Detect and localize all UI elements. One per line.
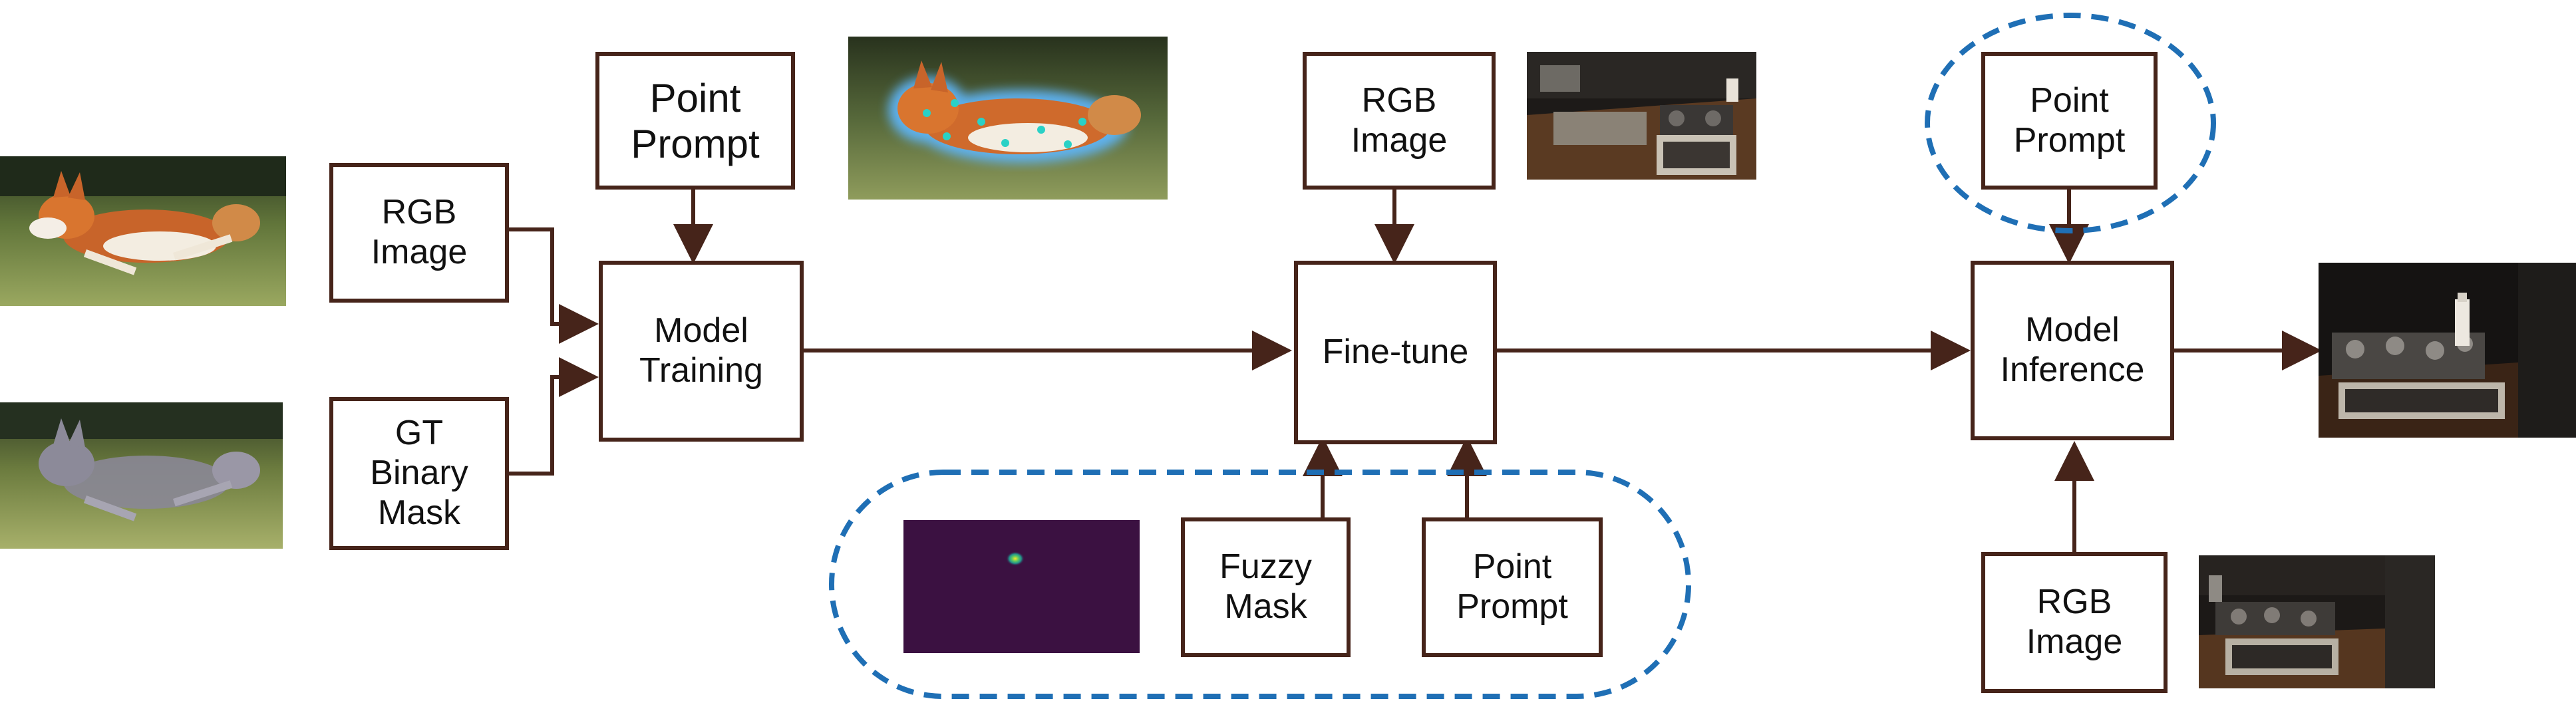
kitchen-photo-finetune xyxy=(1527,52,1756,180)
kitchen-photo-inference xyxy=(2199,555,2435,688)
dashed-group-inference-prompt xyxy=(1925,13,2216,233)
model-training-line2: Training xyxy=(639,351,763,390)
fuzzy-mask-box: Fuzzy Mask xyxy=(1181,517,1351,657)
finetune-point-prompt-line2: Prompt xyxy=(1456,587,1568,626)
finetune-point-prompt-line1: Point xyxy=(1472,547,1552,587)
finetune-point-prompt-box: Point Prompt xyxy=(1422,517,1603,657)
finetune-label: Fine-tune xyxy=(1322,333,1469,372)
fuzzy-mask-heatmap xyxy=(903,520,1140,653)
fuzzy-mask-line1: Fuzzy xyxy=(1219,547,1312,587)
corgi-point-prompt-photo xyxy=(848,37,1168,200)
training-point-prompt-box: Point Prompt xyxy=(595,52,795,190)
inference-point-prompt-box: Point Prompt xyxy=(1981,52,2158,190)
training-rgb-image-label-line2: Image xyxy=(371,233,468,271)
fuzzy-mask-line2: Mask xyxy=(1224,587,1307,626)
corgi-running-photo xyxy=(0,156,286,306)
model-training-box: Model Training xyxy=(599,261,804,442)
training-gt-label-line3: Mask xyxy=(377,493,461,532)
model-inference-box: Model Inference xyxy=(1971,261,2174,440)
kitchen-output-photo xyxy=(2319,263,2576,438)
finetune-rgb-image-line1: RGB xyxy=(1361,80,1437,120)
inference-rgb-image-line1: RGB xyxy=(2036,583,2112,622)
inference-point-prompt-line1: Point xyxy=(2030,80,2109,120)
training-rgb-image-box: RGB Image xyxy=(329,163,509,303)
training-point-prompt-line1: Point xyxy=(649,75,741,120)
arrow-rgb-to-training xyxy=(509,227,599,344)
training-point-prompt-line2: Prompt xyxy=(631,121,760,166)
training-gt-label-line2: Binary xyxy=(370,454,468,493)
model-inference-line2: Inference xyxy=(2000,350,2145,389)
dashed-group-finetune-inputs xyxy=(829,470,1691,699)
inference-point-prompt-line2: Prompt xyxy=(2013,120,2126,160)
finetune-rgb-image-line2: Image xyxy=(1351,120,1448,160)
model-training-line1: Model xyxy=(654,311,748,350)
training-rgb-image-label-line1: RGB xyxy=(381,193,457,232)
model-inference-line1: Model xyxy=(2025,311,2120,350)
corgi-gt-mask-photo xyxy=(0,402,283,549)
arrow-gt-to-training xyxy=(509,357,599,476)
training-gt-label-line1: GT xyxy=(395,414,444,453)
inference-rgb-image-line2: Image xyxy=(2026,623,2123,661)
training-gt-binary-mask-box: GT Binary Mask xyxy=(329,397,509,550)
inference-rgb-image-box: RGB Image xyxy=(1981,552,2168,693)
finetune-box: Fine-tune xyxy=(1294,261,1497,444)
finetune-rgb-image-box: RGB Image xyxy=(1303,52,1496,190)
